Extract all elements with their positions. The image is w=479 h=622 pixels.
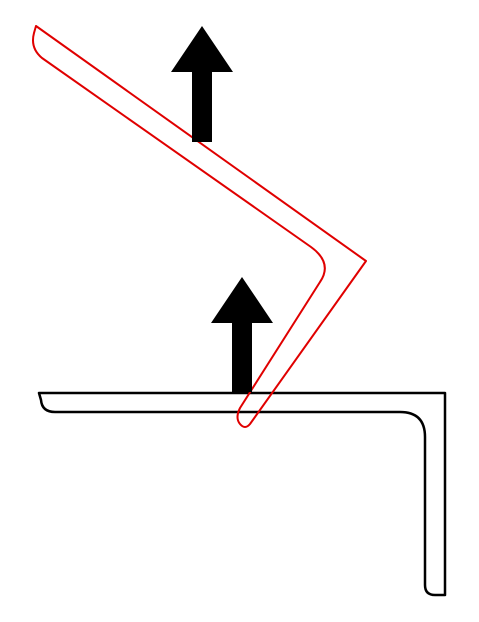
arrow-up-icon [171, 26, 233, 142]
fixed-l-profile [37, 391, 447, 597]
arrow-up-icon [211, 277, 273, 392]
bent-strip-profile [32, 25, 367, 428]
